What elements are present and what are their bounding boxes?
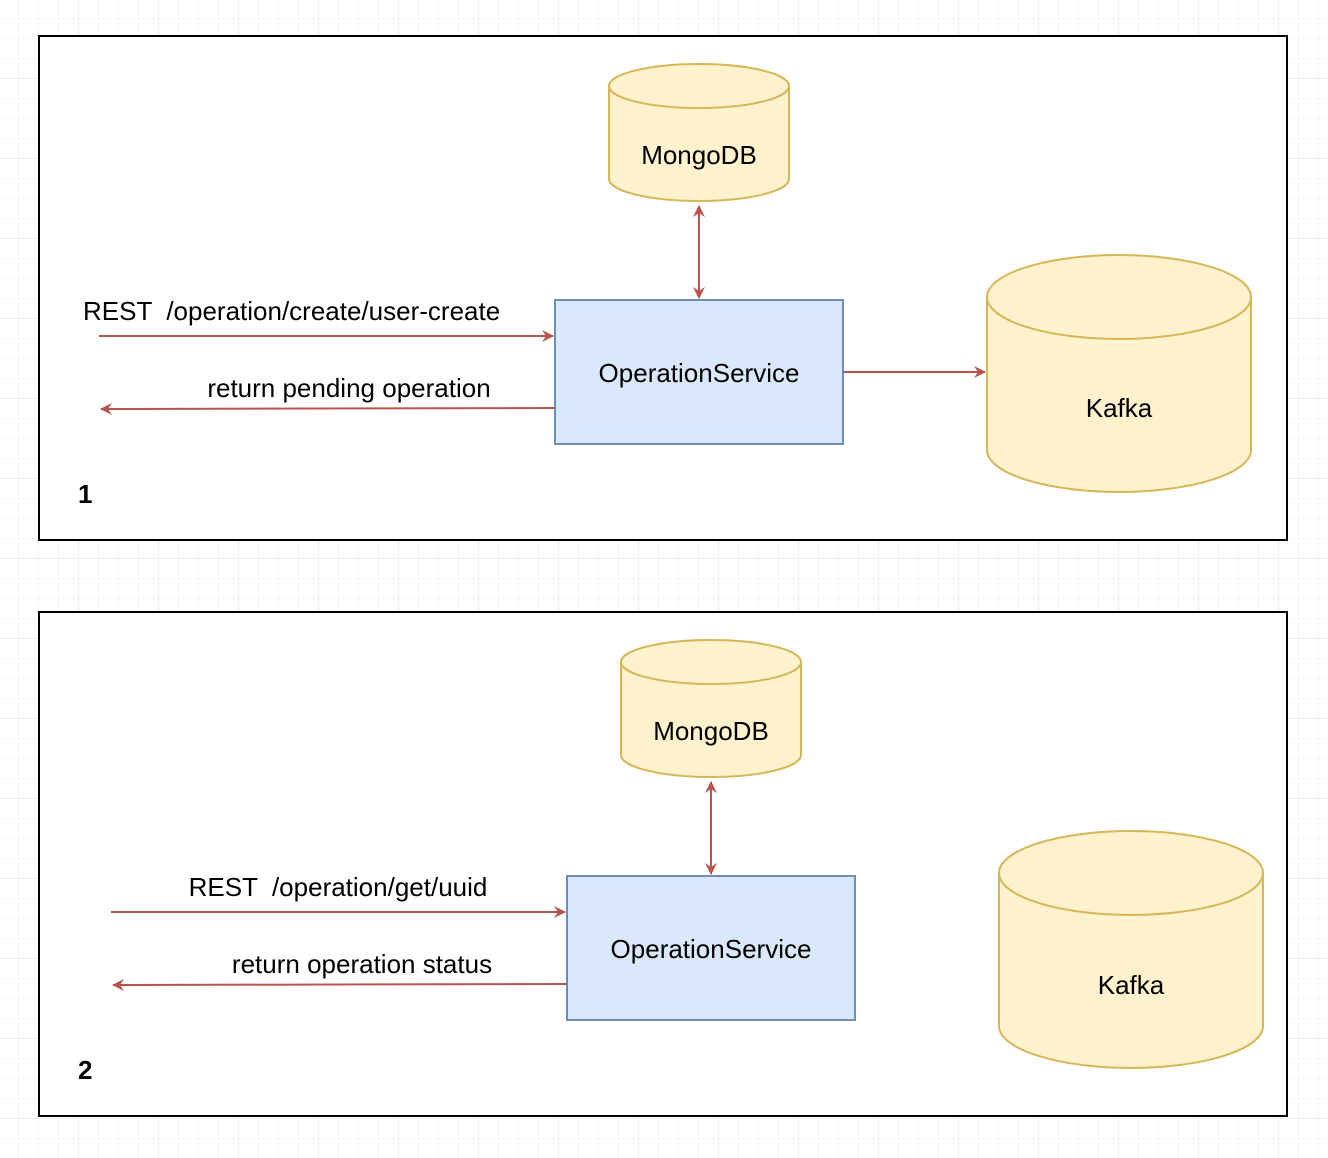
panel-1-operation-service-box[interactable]: OperationService xyxy=(554,299,844,445)
panel-1-response-label: return pending operation xyxy=(207,373,490,403)
panel-2-kafka-cylinder[interactable]: Kafka xyxy=(998,830,1264,1069)
panel-1-kafka-label: Kafka xyxy=(1086,393,1153,423)
panel-1-mongodb-cylinder[interactable]: MongoDB xyxy=(608,63,790,202)
panel-2-mongodb-label: MongoDB xyxy=(653,716,769,746)
panel-2-operation-service-label: OperationService xyxy=(611,934,812,964)
panel-2-mongodb-cylinder[interactable]: MongoDB xyxy=(620,639,802,778)
panel-2-kafka-label: Kafka xyxy=(1098,970,1165,1000)
panel-2-request-label: REST /operation/get/uuid xyxy=(189,872,488,902)
panel-1-response-arrow xyxy=(100,402,556,415)
panel-1-number: 1 xyxy=(78,479,92,509)
panel-1-kafka-cylinder[interactable]: Kafka xyxy=(986,254,1252,493)
panel-1: MongoDB Kafka OperationService REST /ope… xyxy=(38,35,1288,541)
panel-2: MongoDB Kafka OperationService REST /ope… xyxy=(38,611,1288,1117)
panel-2-response-arrow xyxy=(112,978,568,991)
panel-2-number: 2 xyxy=(78,1055,92,1085)
panel-2-operation-service-box[interactable]: OperationService xyxy=(566,875,856,1021)
panel-1-mongodb-label: MongoDB xyxy=(641,140,757,170)
panel-2-response-label: return operation status xyxy=(232,949,492,979)
panel-1-request-label: REST /operation/create/user-create xyxy=(83,296,500,326)
panel-1-operation-service-label: OperationService xyxy=(599,358,800,388)
